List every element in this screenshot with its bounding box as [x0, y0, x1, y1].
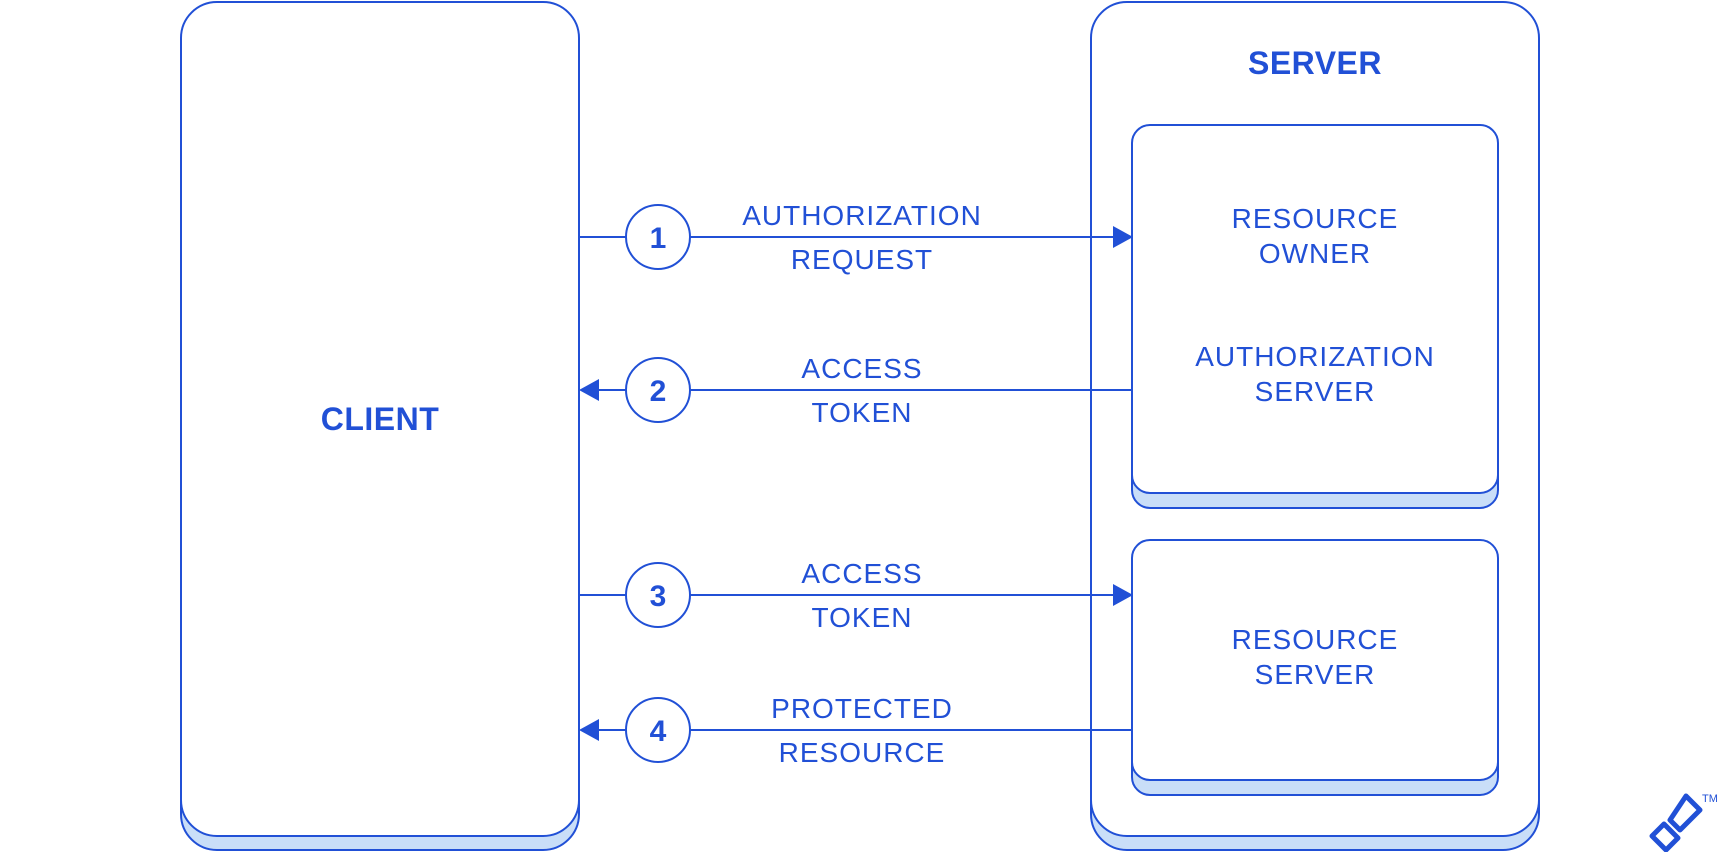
client-box: CLIENT	[180, 1, 580, 851]
brand-logo: TM	[1649, 793, 1718, 852]
step-4-number: 4	[650, 715, 667, 748]
client-label: CLIENT	[321, 401, 440, 437]
authorization-server-line2: SERVER	[1255, 376, 1376, 407]
step-2-arrow: 2 ACCESS TOKEN	[579, 353, 1132, 428]
step-4-circle	[625, 697, 691, 763]
step-1-label-line2: REQUEST	[791, 244, 933, 275]
step-4-arrow: 4 PROTECTED RESOURCE	[579, 693, 1132, 768]
resource-server-line2: SERVER	[1255, 659, 1376, 690]
step-1-arrow: 1 AUTHORIZATION REQUEST	[579, 200, 1133, 275]
resource-server-box: RESOURCE SERVER	[1131, 539, 1499, 796]
resource-owner-line1: RESOURCE	[1232, 203, 1399, 234]
step-3-circle	[625, 562, 691, 628]
trademark-label: TM	[1702, 793, 1718, 805]
step-2-label-line2: TOKEN	[812, 397, 913, 428]
authorization-server-line1: AUTHORIZATION	[1195, 341, 1435, 372]
server-label: SERVER	[1248, 45, 1382, 81]
step-3-label-line1: ACCESS	[801, 558, 922, 589]
step-2-circle	[625, 357, 691, 423]
step-4-label-line2: RESOURCE	[779, 737, 946, 768]
resource-server-line1: RESOURCE	[1232, 624, 1399, 655]
authorization-server-box: RESOURCE OWNER AUTHORIZATION SERVER	[1131, 124, 1499, 509]
step-1-number: 1	[650, 222, 667, 255]
step-2-label-line1: ACCESS	[801, 353, 922, 384]
logo-mark-icon	[1649, 793, 1703, 852]
step-2-number: 2	[650, 375, 667, 408]
resource-owner-line2: OWNER	[1259, 238, 1371, 269]
step-3-arrow: 3 ACCESS TOKEN	[579, 558, 1133, 633]
step-3-number: 3	[650, 580, 667, 613]
step-4-label-line1: PROTECTED	[771, 693, 953, 724]
server-box: SERVER RESOURCE OWNER AUTHORIZATION SERV…	[1090, 1, 1540, 851]
step-1-circle	[625, 204, 691, 270]
step-1-label-line1: AUTHORIZATION	[742, 200, 982, 231]
step-3-label-line2: TOKEN	[812, 602, 913, 633]
